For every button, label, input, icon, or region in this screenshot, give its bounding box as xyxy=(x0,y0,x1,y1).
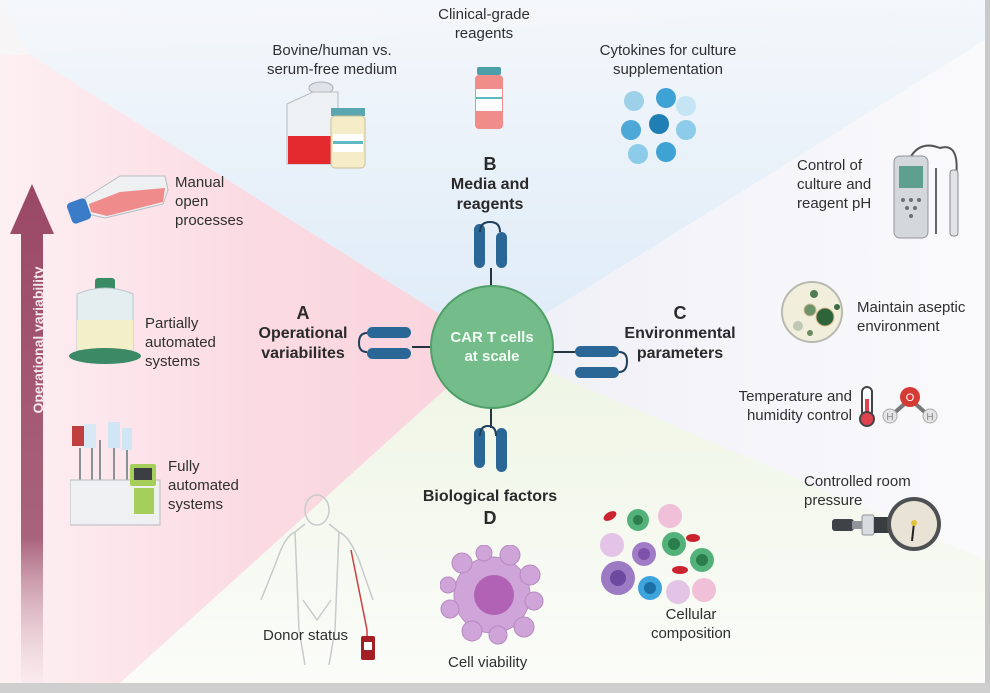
sector-c xyxy=(492,40,985,560)
serum-medium-label: Bovine/human vs.serum-free medium xyxy=(266,42,398,78)
section-d-header: Biological factors D xyxy=(410,487,570,529)
bioreactor-icon xyxy=(69,278,141,364)
reagent-vial-icon xyxy=(475,67,503,129)
section-a-letter: A xyxy=(296,303,310,323)
water-molecule-icon: O H H xyxy=(882,387,938,424)
operational-variability-label: Operational variability xyxy=(30,266,46,414)
medium-bottle-icon xyxy=(286,81,366,169)
cell-viability-icon xyxy=(440,545,544,645)
cell-viability-label: Cell viability xyxy=(448,654,528,671)
section-b-letter: B xyxy=(483,154,497,174)
cytokines-icon xyxy=(621,88,696,164)
petri-dish-icon xyxy=(781,281,843,343)
section-c-letter: C xyxy=(673,303,687,323)
automated-system-icon xyxy=(70,422,161,526)
receptor-left xyxy=(357,327,411,359)
right-border xyxy=(985,0,990,693)
donor-person-icon xyxy=(260,494,375,666)
section-d-letter: D xyxy=(483,508,497,528)
hydrogen-symbol-right: H xyxy=(926,412,933,423)
culture-flask-icon xyxy=(66,175,169,224)
car-receptors xyxy=(357,220,629,472)
operational-variability-arrow xyxy=(10,184,54,683)
bottom-border xyxy=(0,683,990,693)
donor-status-label: Donor status xyxy=(263,627,349,644)
receptor-bottom xyxy=(474,424,507,472)
ph-meter-icon xyxy=(893,144,959,239)
receptor-right xyxy=(575,346,629,378)
hydrogen-symbol-left: H xyxy=(886,412,893,423)
oxygen-symbol: O xyxy=(906,392,915,404)
cell-population-icon xyxy=(600,504,716,604)
receptor-top xyxy=(474,220,507,268)
thermometer-icon xyxy=(859,386,875,427)
pressure-gauge-icon xyxy=(832,497,941,551)
